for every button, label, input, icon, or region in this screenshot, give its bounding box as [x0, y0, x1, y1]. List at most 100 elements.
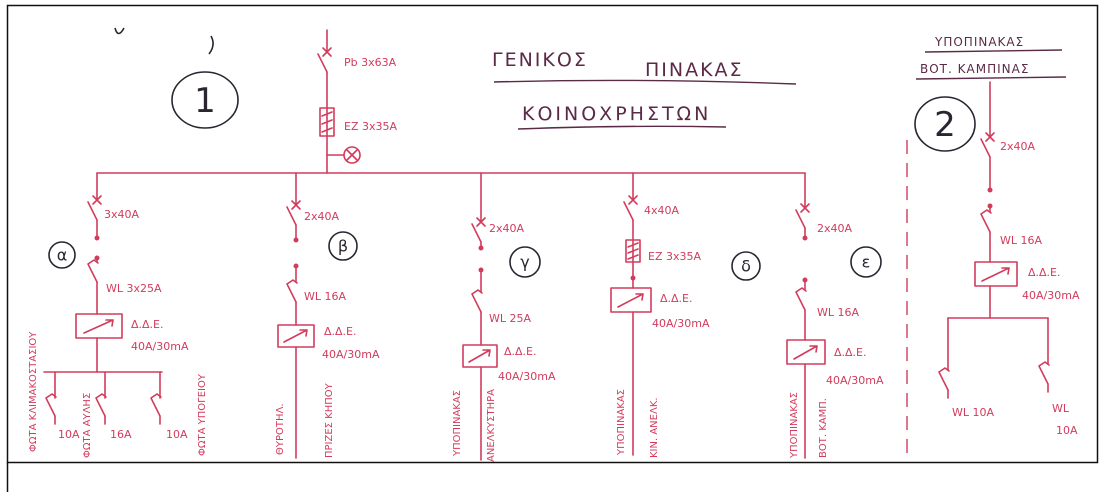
rcd-rating: 40A/30mA — [826, 374, 884, 387]
wl-label: WL 25A — [489, 312, 531, 325]
breaker-label: 2x40A — [489, 222, 525, 235]
output-label: ΘΥΡΟΤΗΛ. — [275, 403, 286, 455]
branch-letter: β — [328, 231, 358, 261]
branch-alpha: 3x40A WL 3x25A α Δ.Δ.Ε. 40A/30mA 10A 16A… — [28, 172, 208, 458]
rcd-label: Δ.Δ.Ε. — [1028, 266, 1061, 279]
terminal-dot — [293, 263, 299, 269]
fuse-symbol — [625, 239, 641, 263]
rcd-arrow — [83, 319, 114, 334]
stray-pen-mark — [114, 27, 214, 55]
wl-label: WL 3x25A — [106, 282, 162, 295]
terminal-dot — [94, 235, 100, 241]
fuse-hatching — [321, 111, 333, 133]
wl-breaker-symbol — [45, 393, 57, 417]
output-label: WL 10A — [952, 406, 994, 419]
title-word-2: ΠΙΝΑΚΑΣ — [645, 59, 744, 81]
branch-beta: 2x40A WL 16A β Δ.Δ.Ε. 40A/30mA ΘΥΡΟΤΗΛ. … — [275, 172, 380, 459]
rcd-label: Δ.Δ.Ε. — [504, 345, 537, 358]
marker-circle — [171, 71, 239, 129]
rcd-box — [462, 344, 498, 368]
rcd-label: Δ.Δ.Ε. — [660, 292, 693, 305]
subpanel-title-line-1: ΥΠΟΠΙΝΑΚΑΣ — [934, 35, 1024, 49]
terminal-dot — [478, 245, 484, 251]
breaker-symbol — [980, 132, 995, 158]
rcd-rating: 40A/30mA — [652, 317, 710, 330]
branch-gamma: 2x40A WL 25A γ Δ.Δ.Ε. 40A/30mA ΥΠΟΠΙΝΑΚΑ… — [452, 172, 556, 462]
output-label: ΠΡΙΖΕΣ ΚΗΠΟΥ — [324, 382, 335, 458]
output-label: ΚΙΝ. ΑΝΕΛΚ. — [649, 397, 660, 458]
subpanel-title-line-2: ΒΟΤ. ΚΑΜΠΙΝΑΣ — [920, 62, 1029, 76]
letter-text: ε — [862, 253, 871, 272]
rcd-arrow — [468, 349, 491, 363]
title-line-2: ΚΟΙΝΟΧΡΗΣΤΩΝ — [522, 103, 711, 125]
breaker-symbol — [317, 47, 332, 73]
breaker-label: 2x40A — [304, 210, 340, 223]
branch-letter: ε — [850, 246, 882, 278]
lamp-cross — [345, 148, 359, 162]
breaker-symbol — [286, 200, 301, 226]
wl-breaker-symbol — [471, 289, 483, 313]
letter-circle — [509, 246, 541, 278]
breaker-symbol — [795, 203, 810, 229]
output-label-line-1: WL — [1052, 402, 1070, 415]
breaker-label: 2x40A — [1000, 140, 1036, 153]
title-word-1: ΓΕΝΙΚΟΣ — [492, 49, 588, 71]
output-label-line-2: 10A — [1056, 424, 1078, 437]
lamp-circle — [343, 146, 361, 164]
title-underline-2 — [517, 125, 727, 130]
output-rating: 10A — [166, 428, 188, 441]
wl-breaker-symbol — [1038, 361, 1050, 385]
letter-text: α — [57, 246, 68, 265]
marker-circle — [914, 96, 976, 152]
rcd-rating: 40A/30mA — [1022, 289, 1080, 302]
branch-letter: δ — [731, 251, 761, 281]
letter-text: δ — [741, 257, 751, 276]
branch-epsilon: 2x40A WL 16A ε Δ.Δ.Ε. 40A/30mA ΥΠΟΠΙΝΑΚΑ… — [786, 172, 884, 459]
panel-marker-sub: 2 — [914, 96, 976, 152]
wl-breaker-symbol — [150, 393, 162, 417]
terminal-dot — [293, 237, 299, 243]
breaker-symbol — [471, 217, 486, 243]
output-label: ΥΠΟΠΙΝΑΚΑΣ — [452, 390, 463, 457]
branch-delta: 4x40A ΕΖ 3x35A δ Δ.Δ.Ε. 40A/30mA ΥΠΟΠΙΝΑ… — [610, 172, 761, 458]
output-rating: 10A — [58, 428, 80, 441]
wl-breaker-symbol — [95, 393, 107, 417]
output-label: ΑΝΕΛΚΥΣΤΗΡΑ — [486, 389, 497, 462]
rcd-label: Δ.Δ.Ε. — [834, 346, 867, 359]
branch-letter: γ — [509, 246, 541, 278]
breaker-symbol — [623, 195, 638, 221]
terminal-dot — [987, 187, 993, 193]
output-label: ΦΩΤΑ ΚΛΙΜΑΚΟΣΤΑΣΙΟΥ — [28, 331, 39, 452]
main-feed: Pb 3x63A ΕΖ 3x35A — [96, 29, 806, 174]
title-underline — [493, 79, 797, 85]
subpanel: 2x40A WL 16A Δ.Δ.Ε. 40A/30mA WL 10A WL 1… — [938, 81, 1080, 437]
branch-letter: α — [48, 241, 76, 269]
output-label: ΦΩΤΑ ΥΠΟΓΕΙΟΥ — [197, 373, 208, 456]
rcd-arrow — [283, 329, 308, 343]
wl-label: WL 16A — [304, 290, 346, 303]
letter-circle — [731, 251, 761, 281]
terminal-dot — [478, 267, 484, 273]
marker-number: 1 — [194, 81, 216, 121]
wl-breaker-symbol — [286, 279, 298, 303]
fuse-symbol — [319, 107, 335, 137]
terminal-dot — [802, 235, 808, 241]
terminal-dot — [987, 203, 993, 209]
output-label: ΦΩΤΑ ΑΥΛΗΣ — [82, 393, 93, 458]
terminal-dot — [802, 277, 808, 283]
breaker-label: 3x40A — [104, 208, 140, 221]
terminal-dot — [94, 255, 100, 261]
rcd-arrow — [617, 293, 644, 308]
lamp-icon — [343, 146, 361, 164]
output-label: ΥΠΟΠΙΝΑΚΑΣ — [789, 392, 800, 459]
letter-circle — [850, 246, 882, 278]
output-label: ΥΠΟΠΙΝΑΚΑΣ — [616, 389, 627, 456]
wl-label: WL 16A — [1000, 234, 1042, 247]
wl-breaker-symbol — [87, 259, 99, 283]
frame-border — [6, 4, 1099, 464]
rcd-rating: 40A/30mA — [322, 348, 380, 361]
rcd-rating: 40A/30mA — [131, 340, 189, 353]
breaker-label: 2x40A — [817, 222, 853, 235]
wl-breaker-symbol — [980, 209, 992, 233]
